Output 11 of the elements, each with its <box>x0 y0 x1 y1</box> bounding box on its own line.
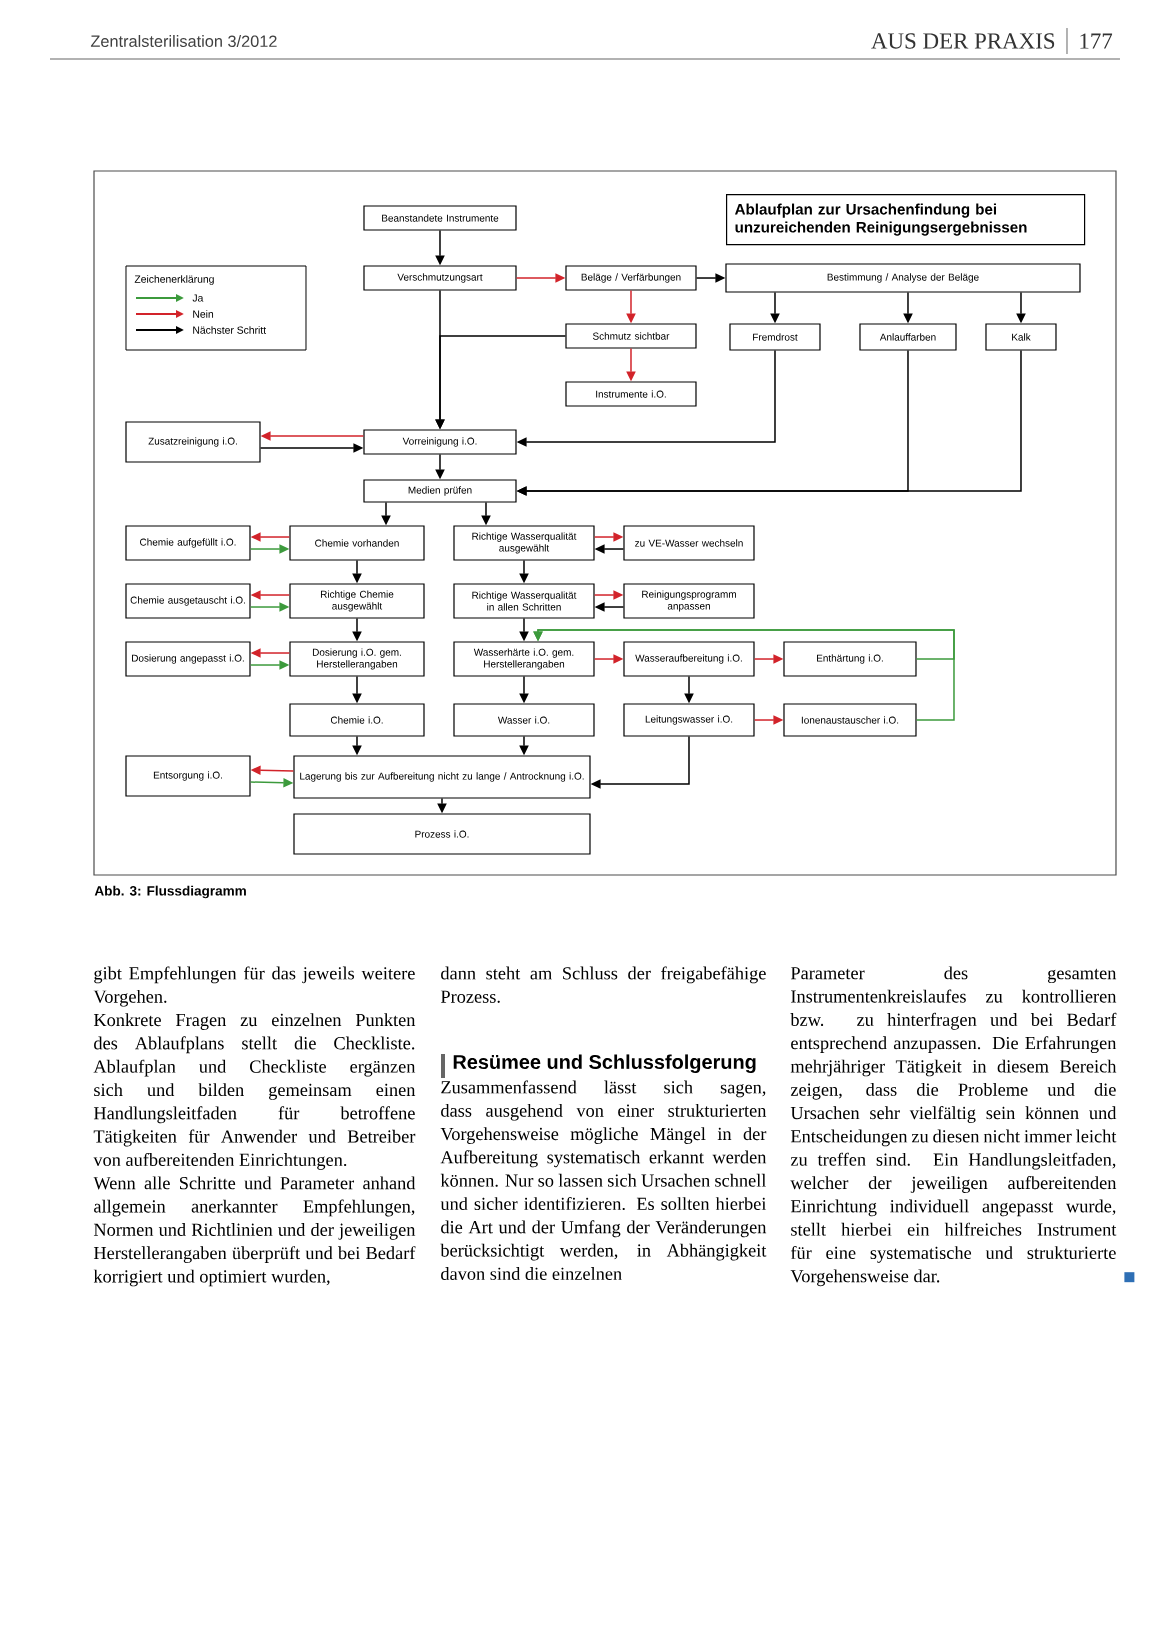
paragraph: Konkrete Fragen zu einzelnen Punkten des Ablaufplans stellt die Checkliste. Ablaufplan und Checkliste ergänzen sich und bilden gemeinsam einen Handlungsleitfaden für betroffene Tätigkeiten für Anwender und Betreiber von aufbereitenden Einrichtungen. <box>93 1013 416 1170</box>
paragraph: Parameter des gesamten Instrumentenkreislaufes zu kontrollieren bzw. zu hinterfragen und bei Bedarf entsprechend anzupassen. Die Erfahrungen mehrjähriger Tätigkeit in diesem Bereich zeigen, dass die Probleme und die Ursachen sehr vielfältig sein können und Entscheidungen zu diesen nicht immer leicht zu treffen sind. Ein Handlungsleitfaden, welcher der jeweiligen aufbereitenden Einrichtung individuell angepasst wurde, stellt hierbei ein hilfreiches Instrument für eine systematische und strukturierte Vorgehensweise dar. <box>790 966 1117 1287</box>
paragraph: gibt Empfehlungen für das jeweils weitere Vorgehen. <box>93 966 415 1007</box>
arrow <box>533 629 955 721</box>
section-title: AUS DER PRAXIS <box>871 33 1055 49</box>
paragraph: Zusammenfassend lässt sich sagen, dass ausgehend von einer strukturierten Vorgehensweise mögliche Mängel in der Aufbereitung systematisch erkannt werden können. Nur so lassen sich Ursachen schnell und sicher identifizieren. Es sollten hierbei die Art und der Umfang der Veränderungen berücksichtigt werden, in Abhängigkeit davon sind die einzelnen <box>440 1080 767 1280</box>
page-number: 177 <box>1080 33 1113 49</box>
running-head: Zentralsterilisation 3/2012 <box>90 35 277 47</box>
paragraph: Wenn alle Schritte und Parameter anhand allgemein anerkannter Empfehlungen, Normen und Richtlinien und der jeweiligen Herstellerangaben überprüft und bei Bedarf korrigiert und optimiert wurden, <box>93 1176 416 1287</box>
section-heading: Resümee und Schlussfolgerung <box>453 1054 756 1074</box>
paragraph: dann steht am Schluss der freigabefähige Prozess. <box>440 966 766 1003</box>
